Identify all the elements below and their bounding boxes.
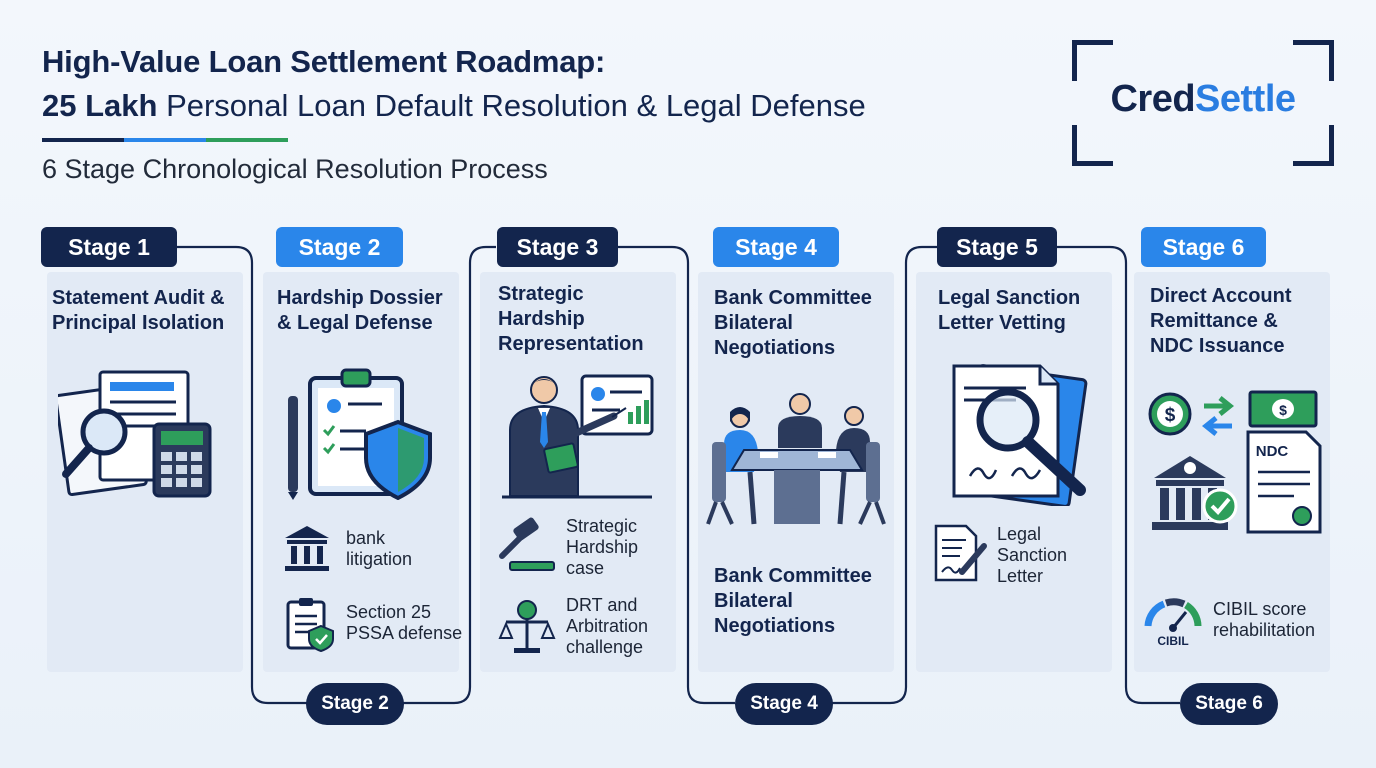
meeting-table-icon <box>706 393 886 525</box>
stage-2-heading: Hardship Dossier& Legal Defense <box>277 287 443 334</box>
bank-icon <box>285 526 329 571</box>
title-accent-bar <box>42 138 288 142</box>
presenter-icon <box>502 374 654 499</box>
credsettle-logo: CredSettle <box>1072 40 1334 166</box>
bottom-stage-4: Stage 4 <box>735 683 833 725</box>
subtitle: 6 Stage Chronological Resolution Process <box>42 154 548 184</box>
stage-1-heading: Statement Audit &Principal Isolation <box>52 287 225 334</box>
statement-audit-icon <box>58 370 212 498</box>
svg-text:$: $ <box>1165 405 1176 426</box>
title-rest: Personal Loan Default Resolution & Legal… <box>157 88 866 123</box>
title-amount: 25 Lakh <box>42 88 158 123</box>
title-line-2: 25 Lakh Personal Loan Default Resolution… <box>42 88 866 124</box>
stage-5-pill: Stage 5 <box>937 227 1057 267</box>
title-line-1: High-Value Loan Settlement Roadmap: <box>42 44 606 79</box>
clipboard-shield-icon <box>286 598 334 652</box>
bottom-stage-6: Stage 6 <box>1180 683 1278 725</box>
stage-1-pill: Stage 1 <box>41 227 177 267</box>
scales-icon <box>498 600 556 653</box>
stage-2-pill: Stage 2 <box>276 227 403 267</box>
ndc-label: NDC <box>1256 443 1289 460</box>
letter-pen-icon <box>934 524 987 582</box>
stage-4-pill: Stage 4 <box>713 227 839 267</box>
bottom-stage-2: Stage 2 <box>306 683 404 725</box>
document-magnifier-icon <box>952 364 1088 506</box>
remittance-ndc-icon: $ $ NDC <box>1148 390 1322 534</box>
stage-3-pill: Stage 3 <box>497 227 618 267</box>
dossier-shield-icon <box>288 368 432 500</box>
gavel-icon <box>499 517 555 571</box>
svg-text:$: $ <box>1279 402 1287 418</box>
stage-6-pill: Stage 6 <box>1141 227 1266 267</box>
gauge-label: CIBIL <box>1157 634 1188 648</box>
gauge-icon: CIBIL <box>1144 598 1202 648</box>
